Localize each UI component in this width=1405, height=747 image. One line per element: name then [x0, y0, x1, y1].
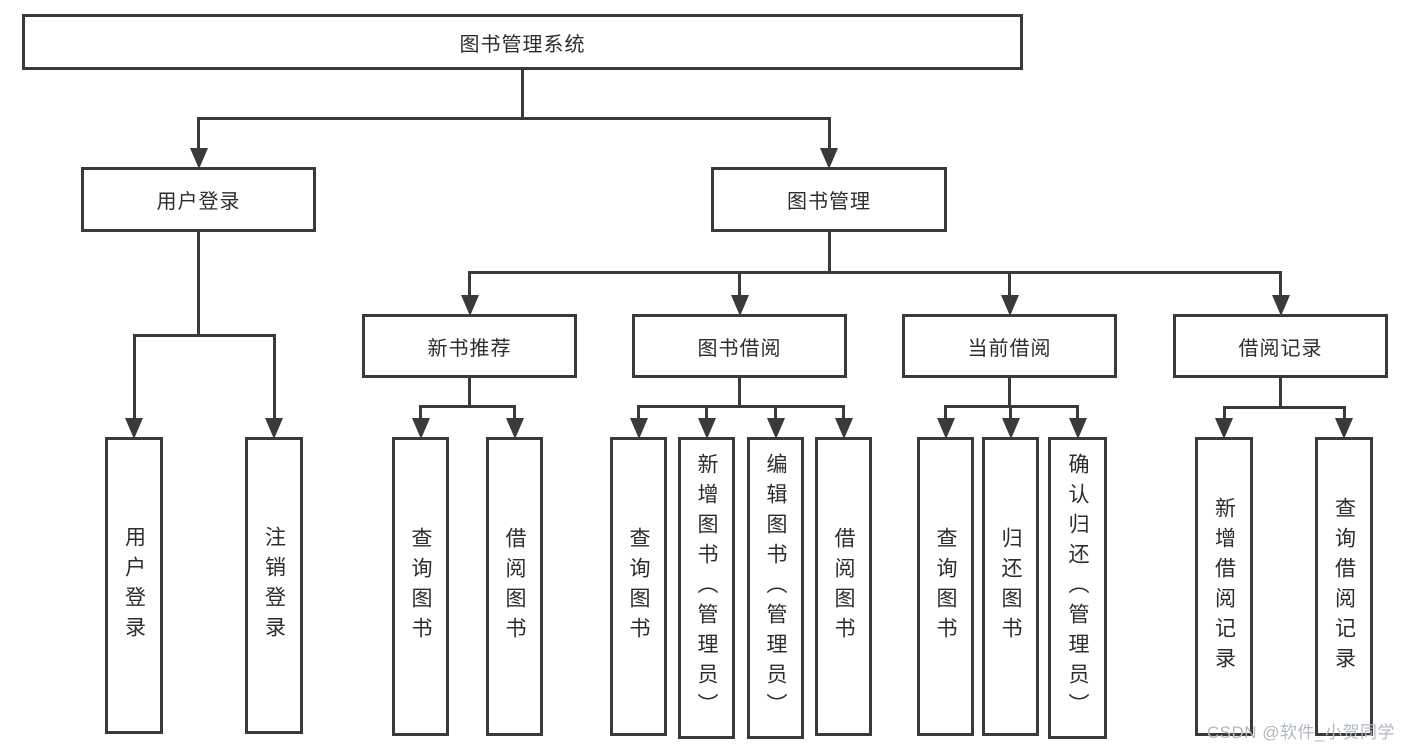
- node-bb-borrow: 借阅图书: [815, 437, 872, 736]
- node-label-bb-borrow: 借阅图书: [832, 526, 855, 647]
- connector-line: [1279, 378, 1282, 407]
- arrow-down-icon: [1001, 418, 1020, 439]
- node-book-mgmt: 图书管理: [711, 167, 947, 232]
- node-bb-edit: 编辑图书（管理员）: [747, 437, 804, 739]
- node-label-cb-query: 查询图书: [934, 526, 957, 647]
- node-label-book-mgmt: 图书管理: [787, 191, 871, 213]
- node-br-add: 新增借阅记录: [1195, 437, 1253, 736]
- arrow-down-icon: [460, 295, 479, 316]
- connector-line: [1008, 272, 1011, 297]
- connector-line: [637, 406, 640, 420]
- node-login: 用户登录: [105, 437, 163, 734]
- connector-line: [468, 270, 1282, 274]
- arrow-down-icon: [766, 418, 785, 439]
- node-nb-query: 查询图书: [392, 437, 449, 736]
- connector-line: [1076, 406, 1079, 420]
- node-logout: 注销登录: [245, 437, 303, 734]
- arrow-down-icon: [1000, 295, 1019, 316]
- node-cb-return: 归还图书: [982, 437, 1039, 736]
- node-book-borrow: 图书借阅: [632, 314, 847, 378]
- connector-line: [419, 406, 422, 420]
- connector-line: [827, 118, 831, 150]
- arrow-down-icon: [1271, 295, 1290, 316]
- arrow-down-icon: [1335, 418, 1353, 439]
- node-label-bb-edit: 编辑图书（管理员）: [764, 453, 787, 723]
- arrow-down-icon: [697, 418, 716, 439]
- connector-line: [513, 406, 516, 420]
- connector-line: [1008, 378, 1011, 406]
- node-label-logout: 注销登录: [262, 525, 286, 646]
- connector-line: [774, 406, 777, 420]
- connector-line: [1342, 407, 1346, 420]
- arrow-down-icon: [834, 418, 853, 439]
- node-label-cb-confirm: 确认归还（管理员）: [1066, 453, 1089, 723]
- node-label-borrow-records: 借阅记录: [1238, 337, 1323, 360]
- connector-line: [1222, 407, 1226, 420]
- node-cb-confirm: 确认归还（管理员）: [1048, 437, 1107, 739]
- node-nb-borrow: 借阅图书: [486, 437, 543, 736]
- connector-line: [272, 335, 276, 420]
- node-label-login: 用户登录: [122, 525, 146, 646]
- node-bb-query: 查询图书: [610, 437, 667, 736]
- node-label-new-books: 新书推荐: [427, 337, 512, 360]
- connector-line: [132, 335, 136, 420]
- connector-line: [637, 404, 845, 408]
- connector-line: [197, 232, 200, 335]
- node-user-login: 用户登录: [81, 167, 316, 232]
- connector-line: [738, 378, 741, 406]
- node-label-book-borrow: 图书借阅: [697, 337, 782, 360]
- node-br-query: 查询借阅记录: [1315, 437, 1373, 736]
- arrow-down-icon: [820, 148, 838, 169]
- node-label-user-login: 用户登录: [156, 191, 241, 213]
- arrow-down-icon: [730, 295, 749, 316]
- node-label-bb-query: 查询图书: [627, 526, 650, 647]
- node-label-current-borrow: 当前借阅: [967, 337, 1052, 360]
- connector-line: [1009, 406, 1012, 420]
- connector-line: [197, 118, 200, 150]
- node-current-borrow: 当前借阅: [902, 314, 1117, 378]
- node-new-books: 新书推荐: [362, 314, 577, 378]
- connector-line: [468, 378, 471, 406]
- node-borrow-records: 借阅记录: [1173, 314, 1388, 378]
- node-root: 图书管理系统: [22, 14, 1023, 70]
- connector-line: [132, 333, 276, 337]
- arrow-down-icon: [411, 418, 430, 439]
- node-label-nb-query: 查询图书: [409, 526, 432, 647]
- connector-line: [197, 116, 831, 120]
- connector-line: [468, 272, 471, 297]
- connector-line: [705, 406, 708, 420]
- connector-line: [842, 406, 845, 420]
- node-cb-query: 查询图书: [917, 437, 974, 736]
- node-label-br-query: 查询借阅记录: [1332, 496, 1356, 677]
- connector-line: [1279, 272, 1282, 297]
- watermark: CSDN @软件_小贺同学: [1206, 723, 1395, 742]
- arrow-down-icon: [629, 418, 648, 439]
- arrow-down-icon: [189, 148, 208, 169]
- connector-line: [944, 406, 947, 420]
- node-label-root: 图书管理系统: [459, 33, 586, 56]
- arrow-down-icon: [1215, 418, 1233, 439]
- connector-line: [827, 232, 831, 272]
- node-label-br-add: 新增借阅记录: [1212, 496, 1236, 677]
- connector-line: [1222, 405, 1346, 409]
- node-label-nb-borrow: 借阅图书: [503, 526, 526, 647]
- arrow-down-icon: [505, 418, 524, 439]
- arrow-down-icon: [1068, 418, 1087, 439]
- arrow-down-icon: [265, 418, 283, 439]
- arrow-down-icon: [125, 418, 143, 439]
- connector-line: [521, 70, 524, 118]
- node-label-bb-add: 新增图书（管理员）: [695, 453, 718, 723]
- node-bb-add: 新增图书（管理员）: [678, 437, 735, 739]
- node-label-cb-return: 归还图书: [999, 526, 1022, 647]
- arrow-down-icon: [936, 418, 955, 439]
- connector-line: [738, 272, 741, 297]
- connector-line: [419, 404, 516, 408]
